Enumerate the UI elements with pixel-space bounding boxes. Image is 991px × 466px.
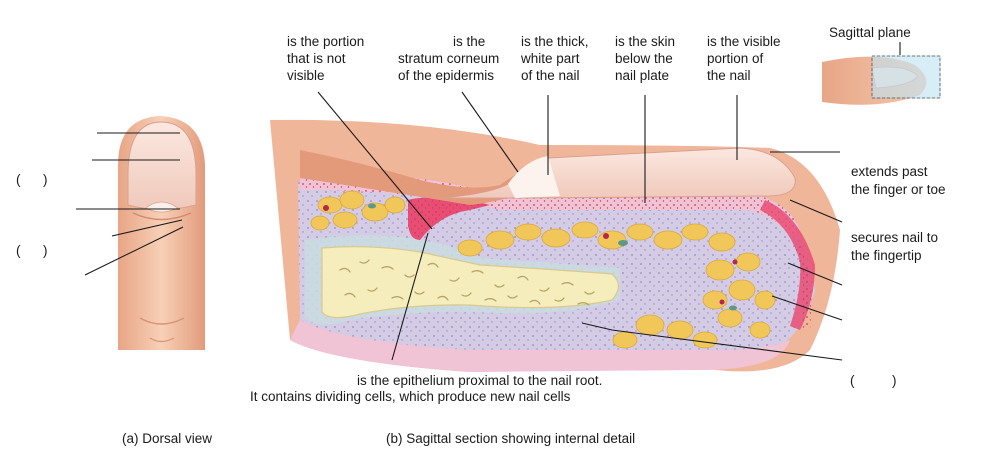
svg-text:the fingertip: the fingertip [851,248,922,263]
svg-text:It contains dividing cells, wh: It contains dividing cells, which produc… [250,389,571,404]
label-free-edge: extends past the finger or toe [851,164,946,197]
svg-text:is the: is the [453,34,485,49]
svg-text:stratum corneum: stratum corneum [398,51,499,66]
svg-text:secures nail to: secures nail to [851,230,938,245]
sagittal-section [270,119,840,373]
label-nail-body: is the visible portion of the nail [707,34,781,83]
svg-text:white part: white part [520,51,580,66]
svg-text:is the visible: is the visible [707,34,781,49]
dorsal-view-finger [118,116,205,350]
label-lunula: is the thick, white part of the nail [520,34,589,83]
dorsal-paren-2: ( ) [16,243,48,258]
label-nail-bed: is the skin below the nail plate [615,34,675,83]
svg-text:is the skin: is the skin [615,34,675,49]
svg-text:that is not: that is not [287,51,346,66]
dorsal-view-leaders [76,132,184,276]
caption-dorsal-view: (a) Dorsal view [122,431,212,446]
svg-text:extends past: extends past [851,164,928,179]
svg-text:is the epithelium proximal to: is the epithelium proximal to the nail r… [357,373,602,388]
caption-sagittal-section: (b) Sagittal section showing internal de… [386,431,635,446]
svg-text:of the epidermis: of the epidermis [398,68,494,83]
label-eponychium: is the stratum corneum of the epidermis [398,34,499,83]
svg-text:nail plate: nail plate [615,68,669,83]
dorsal-paren-1: ( ) [16,172,48,187]
svg-text:of the nail: of the nail [521,68,580,83]
svg-text:below the: below the [615,51,673,66]
svg-text:the nail: the nail [707,68,751,83]
svg-text:is the portion: is the portion [287,34,364,49]
label-nail-root: is the portion that is not visible [287,34,364,83]
svg-text:visible: visible [287,68,325,83]
label-nail-matrix: is the epithelium proximal to the nail r… [250,373,602,404]
svg-text:portion of: portion of [707,51,764,66]
sagittal-plane-inset [822,42,941,105]
right-paren: ( ) [850,373,897,388]
svg-text:the finger or toe: the finger or toe [851,182,946,197]
svg-text:is the thick,: is the thick, [521,34,589,49]
sagittal-leaders [317,91,843,361]
label-sagittal-plane: Sagittal plane [829,25,911,40]
label-hyponychium: secures nail to the fingertip [851,230,938,263]
